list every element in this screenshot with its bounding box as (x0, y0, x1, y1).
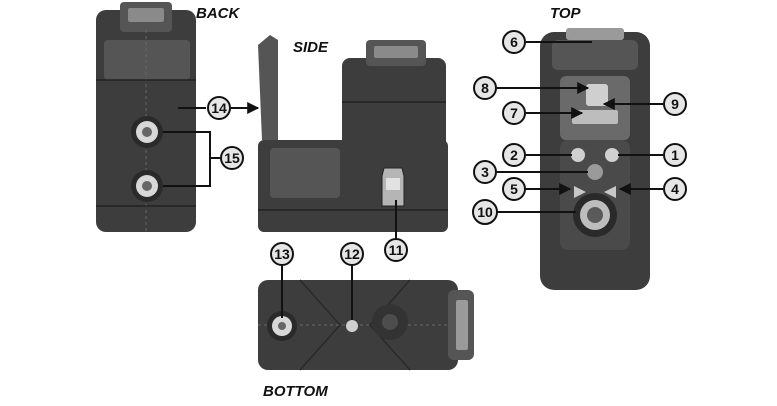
side-view (258, 35, 448, 232)
callout-14-marker (207, 96, 231, 120)
callout-1: 1 (671, 147, 679, 163)
callout-7-marker (502, 101, 526, 125)
bottom-view (258, 279, 474, 371)
callout-8: 8 (481, 80, 489, 96)
callout-3-marker (473, 160, 497, 184)
callout-3: 3 (481, 164, 489, 180)
callout-13: 13 (274, 246, 290, 262)
callout-15: 15 (224, 150, 240, 166)
callout-2-marker (502, 143, 526, 167)
callout-15-marker (220, 146, 244, 170)
callout-12-marker (340, 242, 364, 266)
bottom-view-label: BOTTOM (263, 383, 328, 400)
callout-8-marker (473, 76, 497, 100)
callout-12: 12 (344, 246, 360, 262)
callout-10: 10 (477, 204, 493, 220)
callout-4: 4 (671, 181, 679, 197)
callout-9-marker (663, 92, 687, 116)
callout-9: 9 (671, 96, 679, 112)
top-view (540, 28, 650, 290)
callout-6: 6 (510, 34, 518, 50)
callout-11-marker (384, 238, 408, 262)
top-view-label: TOP (550, 5, 582, 22)
back-view-label: BACK (196, 5, 240, 22)
side-view-label: SIDE (293, 39, 329, 56)
callout-5-marker (502, 177, 526, 201)
callout-11: 11 (389, 242, 404, 258)
callout-4-marker (663, 177, 687, 201)
callout-6-marker (502, 30, 526, 54)
back-view (96, 2, 196, 232)
callout-7: 7 (510, 105, 518, 121)
callout-2: 2 (510, 147, 518, 163)
callout-13-marker (270, 242, 294, 266)
callout-14: 14 (211, 100, 227, 116)
callout-1-marker (663, 143, 687, 167)
callout-5: 5 (510, 181, 518, 197)
